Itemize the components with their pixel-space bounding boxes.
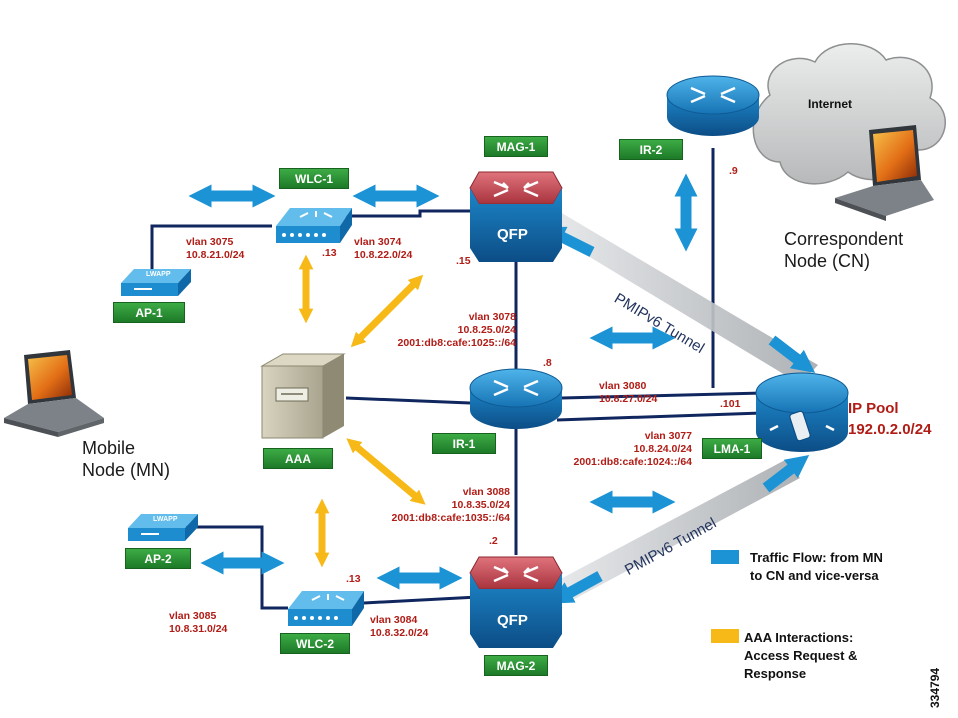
ip-pool-line1: IP Pool [848,400,899,417]
host-2: .2 [489,535,498,547]
note-vlan3080: vlan 3080 10.8.27.0/24 [599,380,657,406]
subnet: 10.8.22.0/24 [354,249,413,261]
link-ir1-lma1 [561,391,766,400]
ip-pool-label: IP Pool 192.0.2.0/24 [848,398,931,440]
mag2-qfp-label: QFP [497,612,528,629]
legend-swatch-flow [711,550,739,564]
note-vlan3075: vlan 3075 10.8.21.0/24 [186,236,244,262]
link-wlc2-mag2 [363,595,479,605]
aaa-arrow-mag2 [346,438,426,505]
laptop-icon [4,350,104,437]
cn-label-line2: Node (CN) [784,251,871,271]
tag-mag2: MAG-2 [484,655,548,676]
cn-label-line1: Correspondent [784,229,904,249]
link-aaa-ir1 [345,396,471,405]
note-vlan3074: vlan 3074 10.8.22.0/24 [354,236,412,262]
legend-flow: Traffic Flow: from MN to CN and vice-ver… [750,549,883,585]
flow-arrow-tunnel2-end [762,454,810,493]
subnet: 10.8.35.0/24 [451,499,510,511]
vlan-id: vlan 3074 [354,236,402,248]
link-ap1-wlc1 [150,224,272,282]
tag-ir2: IR-2 [619,139,683,160]
tunnel-band-1 [545,212,818,384]
aaa-interaction-arrows [298,254,426,568]
tag-wlc1: WLC-1 [279,168,349,189]
host-8: .8 [543,357,552,369]
legend-aaa-line1: AAA Interactions: [744,630,854,645]
host-101: .101 [720,398,741,410]
traffic-flow-arrows [188,173,816,604]
wlc2-device [288,591,364,626]
ir2-router [666,75,760,136]
host-15: .15 [456,255,471,267]
note-vlan3085: vlan 3085 10.8.31.0/24 [169,610,227,636]
tag-mag1: MAG-1 [484,136,548,157]
mn-label-line2: Node (MN) [82,460,171,480]
link-ir1-lma1-lower [556,411,763,422]
subnet: 10.8.25.0/24 [457,324,516,336]
ir1-router [469,368,563,429]
legend-aaa: AAA Interactions: Access Request & Respo… [744,629,857,683]
note-vlan3077: vlan 3077 10.8.24.0/24 2001:db8:cafe:102… [546,430,692,469]
mn-label: Mobile Node (MN) [82,437,170,481]
subnet: 10.8.32.0/24 [370,627,429,639]
legend-swatches [711,550,739,643]
ipv6-prefix: 2001:db8:cafe:1024::/64 [573,456,692,468]
ipv6-prefix: 2001:db8:cafe:1025::/64 [397,337,516,349]
ip-pool-line2: 192.0.2.0/24 [848,421,932,438]
vlan-id: vlan 3088 [462,486,510,498]
wlc1-device [276,208,352,243]
subnet: 10.8.27.0/24 [599,393,658,405]
tag-ap1: AP-1 [113,302,185,323]
vlan-id: vlan 3084 [370,614,418,626]
legend-swatch-aaa [711,629,739,643]
tag-aaa: AAA [263,448,333,469]
tag-lma1: LMA-1 [702,438,762,459]
figure-id: 334794 [928,667,942,708]
ap1-device [121,269,191,296]
host-9: .9 [729,165,738,177]
subnet: 10.8.31.0/24 [169,623,228,635]
vlan-id: vlan 3080 [599,380,647,392]
mag2-router [469,556,563,648]
pmipv6-tunnels [545,212,818,603]
aaa-arrow-mag1 [350,274,424,348]
subnet: 10.8.21.0/24 [186,249,245,261]
cn-label: Correspondent Node (CN) [784,228,903,272]
flow-arrow-tunnel1-end [768,335,816,374]
vlan-id: vlan 3077 [644,430,692,442]
aaa-server [260,353,346,439]
note-vlan3084: vlan 3084 10.8.32.0/24 [370,614,428,640]
legend-aaa-line2: Access Request & [744,648,858,663]
lma1-router [755,372,849,452]
tag-ir1: IR-1 [432,433,496,454]
internet-label: Internet [808,97,853,111]
legend-flow-line1: Traffic Flow: from MN [750,550,883,565]
subnet: 10.8.24.0/24 [633,443,692,455]
ipv6-prefix: 2001:db8:cafe:1035::/64 [391,512,510,524]
tag-ap2: AP-2 [125,548,191,569]
flow-arrow-tunnel2 [549,571,603,604]
laptop-icon [835,125,934,221]
mag1-qfp-label: QFP [497,226,528,243]
vlan-id: vlan 3085 [169,610,217,622]
ap2-brand-label: LWAPP [153,516,178,523]
ap2-device [128,514,198,541]
mag1-router [469,171,563,262]
ap1-brand-label: LWAPP [146,271,171,278]
host-13a: .13 [322,247,337,259]
tunnel-band-2 [551,460,800,603]
vlan-id: vlan 3075 [186,236,234,248]
vlan-id: vlan 3078 [468,311,516,323]
note-vlan3088: vlan 3088 10.8.35.0/24 2001:db8:cafe:103… [364,486,510,525]
legend-aaa-line3: Response [744,666,807,681]
note-vlan3078: vlan 3078 10.8.25.0/24 2001:db8:cafe:102… [374,311,516,350]
mn-label-line1: Mobile [82,438,136,458]
legend-flow-line2: to CN and vice-versa [750,568,879,583]
tag-wlc2: WLC-2 [280,633,350,654]
link-wlc1-mag1 [345,209,478,218]
host-13b: .13 [346,573,361,585]
